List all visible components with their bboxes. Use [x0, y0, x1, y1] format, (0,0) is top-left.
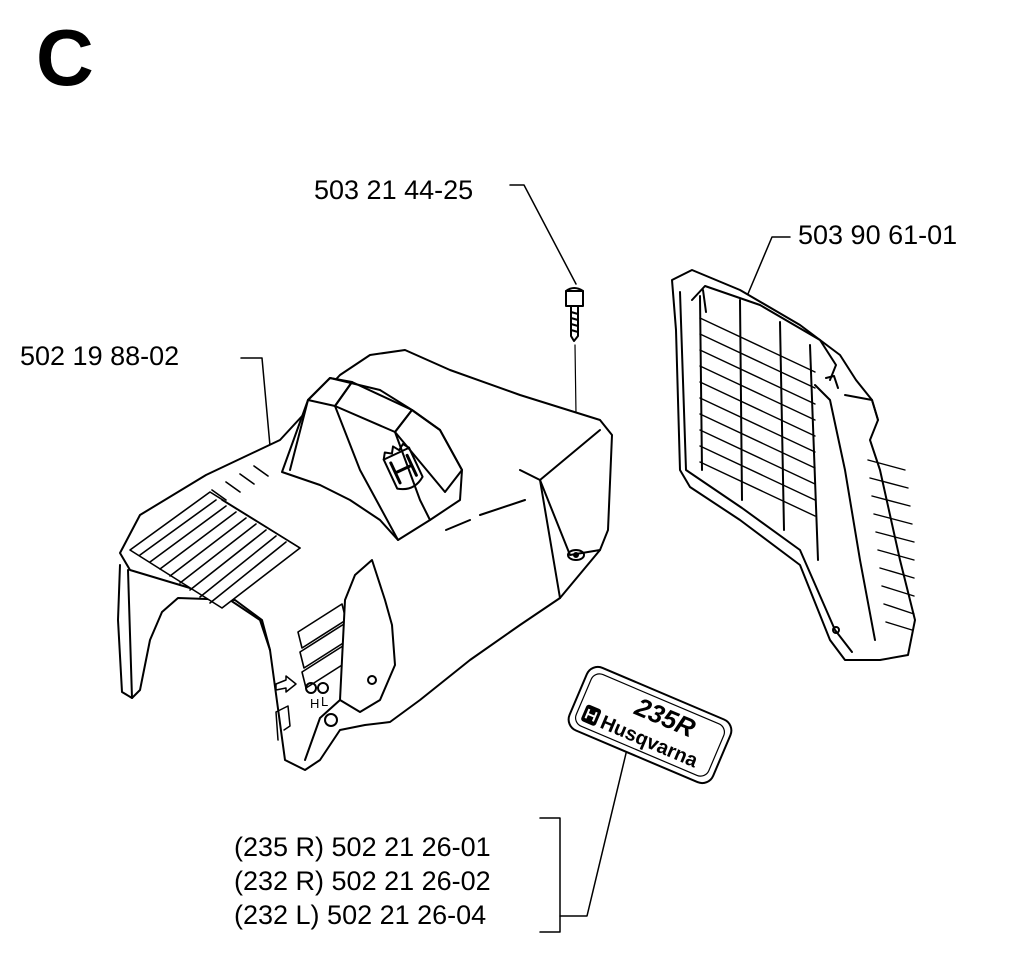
leader-line-screw — [509, 184, 577, 285]
brand-logo-icon — [382, 443, 424, 491]
part-label-cover: 502 19 88-02 — [20, 341, 180, 371]
leader-line-cover — [240, 357, 273, 469]
decal-part — [567, 665, 733, 785]
cover-louvers — [129, 465, 301, 609]
air-filter-part — [671, 269, 916, 661]
leader-line-decal-bracket — [539, 817, 561, 933]
part-label-decal-235r: (235 R) 502 21 26-01 — [234, 832, 491, 862]
leader-line-air-filter — [741, 236, 791, 309]
part-label-screw: 503 21 44-25 — [314, 175, 474, 205]
engine-cover-part — [117, 349, 613, 771]
part-label-decal-232l: (232 L) 502 21 26-04 — [234, 900, 487, 930]
leader-line-decal — [559, 744, 629, 917]
cover-marking-l: L — [321, 694, 328, 709]
part-label-air-filter: 503 90 61-01 — [798, 220, 958, 250]
decal-logo-icon — [581, 704, 602, 726]
cover-marking-h: H — [310, 696, 319, 711]
part-label-decal-232r: (232 R) 502 21 26-02 — [234, 866, 491, 896]
section-letter: C — [36, 13, 94, 102]
